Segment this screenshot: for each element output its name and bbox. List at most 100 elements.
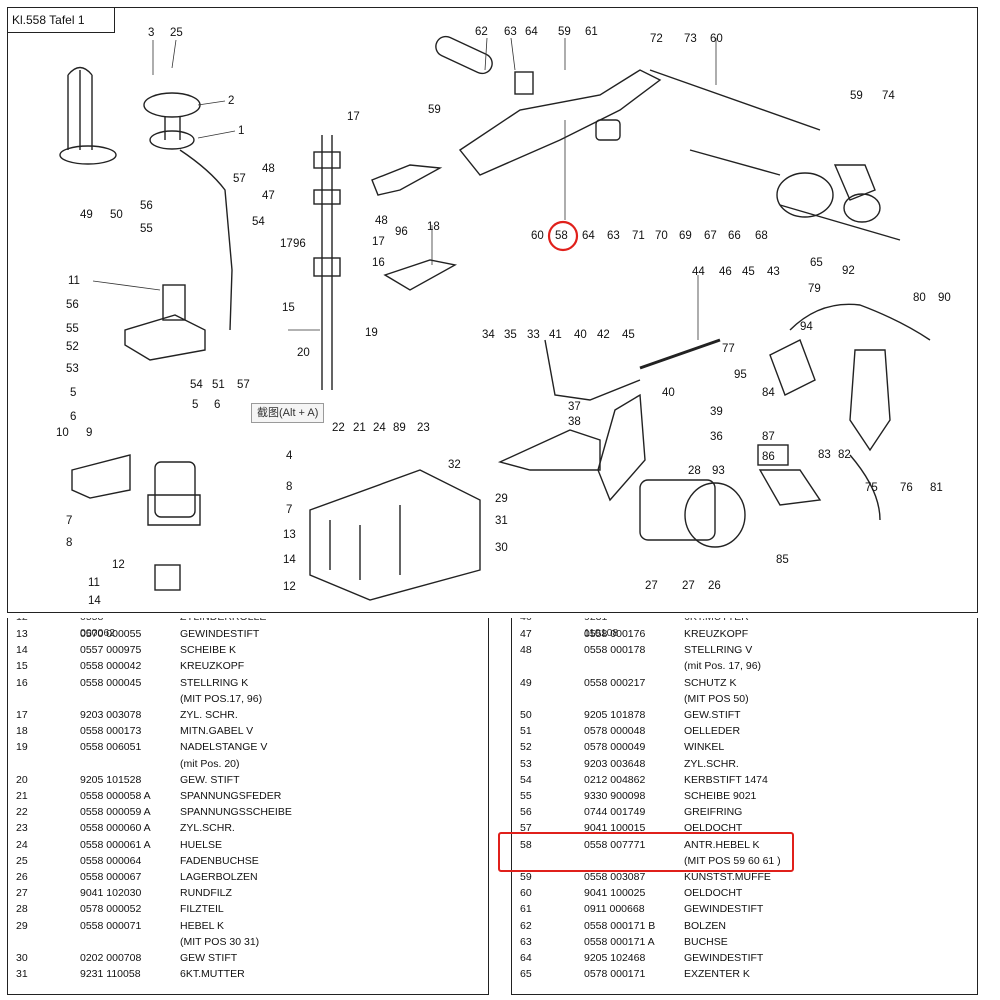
screenshot-tooltip: 截图(Alt + A) [251,403,325,423]
part-number-cell: 0558 000045 [80,676,142,689]
pos-cell: 27 [16,887,28,900]
pos-cell: 28 [16,903,28,916]
description-cell: KREUZKOPF [180,660,245,673]
callout-2: 2 [228,95,234,107]
description-cell: RUNDFILZ [180,887,232,900]
description-cell: GEWINDESTIFT [684,952,764,964]
pos-cell: 13 [16,628,28,640]
callout-56b: 56 [66,299,79,311]
lever-29 [597,393,646,502]
plate-32 [497,429,601,471]
description-cell: KREUZKOPF [684,628,749,640]
leader-lines [92,37,717,340]
callout-18: 18 [427,221,440,233]
description-cell: HUELSE [180,838,223,851]
callout-31: 31 [495,515,508,527]
pos-cell: 56 [520,806,532,819]
part-number-cell: 0558 000064 [80,854,142,867]
callout-74: 74 [882,90,895,102]
pos-cell: 59 [520,871,532,883]
callout-7: 7 [286,504,292,516]
callout-63b: 63 [607,230,620,242]
callout-67: 67 [704,230,717,242]
callout-36: 36 [710,431,723,443]
callout-84: 84 [762,387,775,399]
pos-cell: 57 [520,822,532,835]
callout-52: 52 [66,341,79,353]
callout-9: 9 [86,427,92,439]
part-number-cell: 0558 000176 [584,628,646,640]
pos-cell: 26 [16,871,28,883]
callout-54b: 54 [190,379,203,391]
callout-43: 43 [767,266,780,278]
callout-26: 26 [708,580,721,592]
callout-8: 8 [286,481,292,493]
part-number-cell: 0558 000060 A [80,822,151,835]
callout-3: 3 [148,27,154,39]
callout-6: 6 [70,411,76,423]
description-cell: FILZTEIL [180,903,224,916]
pos-cell: 50 [520,709,532,721]
description-cell: ZYL. SCHR. [180,709,238,721]
description-cell: OELDOCHT [684,822,743,835]
lever-75 [849,349,891,452]
callout-71: 71 [632,230,645,242]
callout-69: 69 [679,230,692,242]
callout-63: 63 [504,26,517,38]
part-number-cell: 0558 000071 [80,919,142,932]
plate-86 [757,444,789,466]
pos-cell: 48 [520,644,532,657]
callout-40: 40 [574,329,587,341]
oil-wick-57 [179,149,233,331]
bushing-part-1 [149,130,195,150]
shaft-11 [162,284,186,321]
callout-73: 73 [684,33,697,45]
callout-6b: 6 [214,399,220,411]
callout-55: 55 [140,223,153,235]
collar-48 [313,151,341,169]
pos-cell: 24 [16,838,28,851]
callout-44: 44 [692,266,705,278]
description-cell: (MIT POS.17, 96) [180,692,263,705]
callout-13: 13 [283,529,296,541]
description-cell: OELLEDER [684,725,741,738]
callout-94: 94 [800,321,813,333]
pos-cell: 51 [520,725,532,738]
pos-cell: 15 [16,660,28,673]
pos-cell: 54 [520,773,532,786]
description-cell: GEWINDESTIFT [180,628,260,640]
part-number-cell: 0212 004862 [584,773,646,786]
description-cell: GEW STIFT [180,952,238,964]
bushing-63 [514,71,534,95]
description-cell: (MIT POS 59 60 61 ) [684,854,781,867]
pos-cell: 55 [520,790,532,802]
description-cell: NADELSTANGE V [180,741,268,754]
pos-cell: 47 [520,628,532,640]
part-number-cell: 9041 100015 [584,822,646,835]
description-cell: SCHUTZ K [684,676,737,689]
callout-93: 93 [712,465,725,477]
bracket-52 [124,314,206,361]
callout-12b: 12 [112,559,125,571]
callout-14: 14 [283,554,296,566]
callout-54: 54 [252,216,265,228]
pos-cell: 31 [16,968,28,981]
callout-8b: 8 [66,537,72,549]
description-cell: SCHEIBE K [180,644,237,657]
callout-7b: 7 [66,515,72,527]
part-number-cell: 0578 000052 [80,903,142,916]
callout-1: 1 [238,125,244,137]
callout-30: 30 [495,542,508,554]
description-cell: GEW.STIFT [684,709,741,721]
callout-45b: 45 [622,329,635,341]
callout-59: 59 [558,26,571,38]
pos-cell: 64 [520,952,532,964]
description-cell: SCHEIBE 9021 [684,790,757,802]
description-cell: HEBEL K [180,919,224,932]
callout-57: 57 [233,173,246,185]
part-number-cell: 9231 110108 [584,618,619,639]
pos-cell: 20 [16,773,28,786]
callout-23: 23 [417,422,430,434]
part-number-cell: 0558 000042 [80,660,142,673]
description-cell: ZYL.SCHR. [180,822,235,835]
